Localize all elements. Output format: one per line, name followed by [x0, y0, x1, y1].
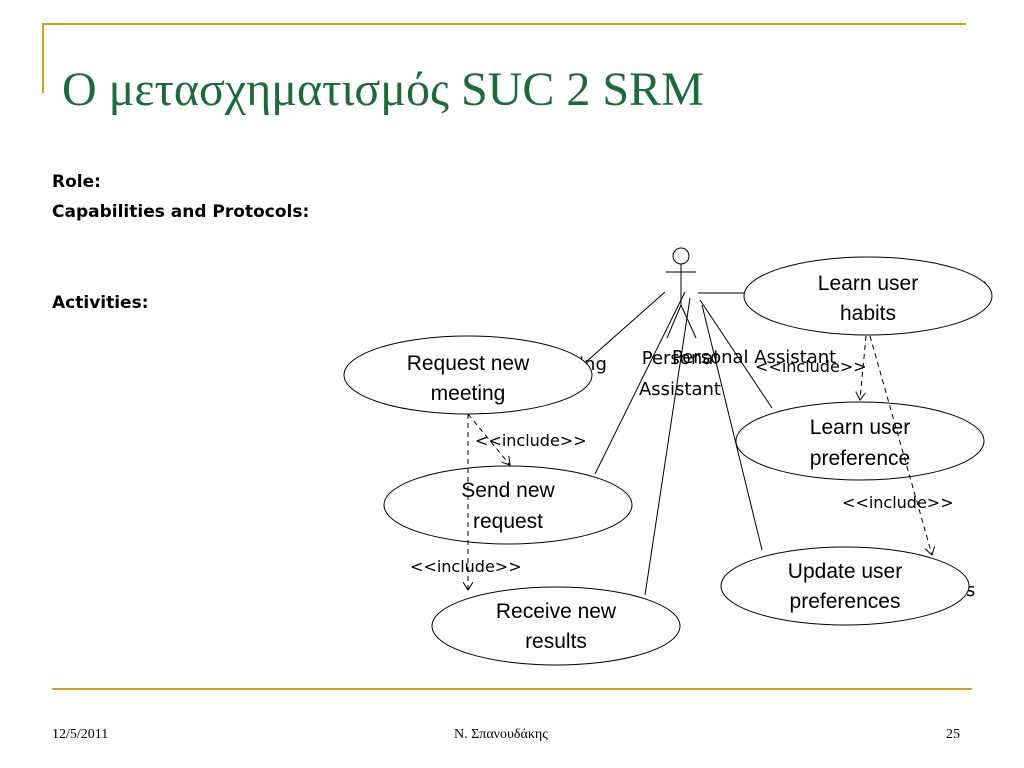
use-case-receive-results: Receive new results: [431, 586, 681, 666]
use-case-label: results: [525, 630, 587, 653]
actor-name-line2: Assistant: [639, 379, 721, 400]
actor-name-line1: Personal: [642, 348, 719, 369]
use-case-label: Request new: [407, 352, 530, 375]
use-case-label: preferences: [790, 590, 901, 613]
include-label-receive: <<include>>: [410, 557, 522, 576]
footer-author: Ν. Σπανουδάκης: [454, 727, 548, 742]
use-case-label: meeting: [431, 382, 506, 405]
slide-title: Ο μετασχηματισμός SUC 2 SRM: [62, 63, 704, 116]
use-case-update-preferences: Update user preferences: [720, 546, 970, 626]
use-case-request-meeting: Request new meeting: [343, 335, 593, 415]
use-case-label: Update user: [788, 560, 902, 583]
include-label-send: <<include>>: [475, 431, 587, 450]
use-case-label: Receive new: [496, 600, 617, 623]
use-case-label: habits: [840, 302, 896, 325]
include-label-preference: <<include>>: [755, 357, 867, 376]
capabilities-label: Capabilities and Protocols:: [52, 202, 310, 222]
use-case-label: request: [473, 510, 543, 533]
activities-label: Activities:: [52, 293, 149, 313]
use-case-label: preference: [810, 447, 910, 470]
hidden-preferences-fragment: s: [966, 580, 975, 601]
include-arrow-habits-update: [869, 335, 932, 555]
use-case-learn-habits: Learn user habits: [743, 256, 993, 336]
use-case-learn-preference: Learn user preference: [735, 401, 985, 481]
use-case-label: Learn user: [810, 416, 910, 439]
page-number: 25: [946, 727, 960, 742]
use-case-send-request: Send new request: [383, 465, 633, 545]
association-line-preference: [699, 299, 773, 409]
association-line-send: [594, 291, 686, 475]
association-line-receive: [644, 297, 691, 596]
footer-date: 12/5/2011: [52, 727, 109, 742]
include-arrow-request-send: [467, 413, 510, 465]
top-border-line: [42, 23, 966, 25]
include-label-update: <<include>>: [842, 493, 954, 512]
actor-figure: [666, 247, 697, 339]
left-border-line: [42, 23, 44, 93]
use-case-label: Send new: [461, 479, 555, 502]
role-label: Role:: [52, 172, 101, 192]
footer-divider: [52, 688, 972, 690]
actor-overlap-label: Personal Assistant: [672, 347, 836, 368]
include-arrow-habits-preference: [860, 335, 867, 400]
association-line-update: [701, 304, 763, 551]
use-case-label: Learn user: [818, 272, 918, 295]
